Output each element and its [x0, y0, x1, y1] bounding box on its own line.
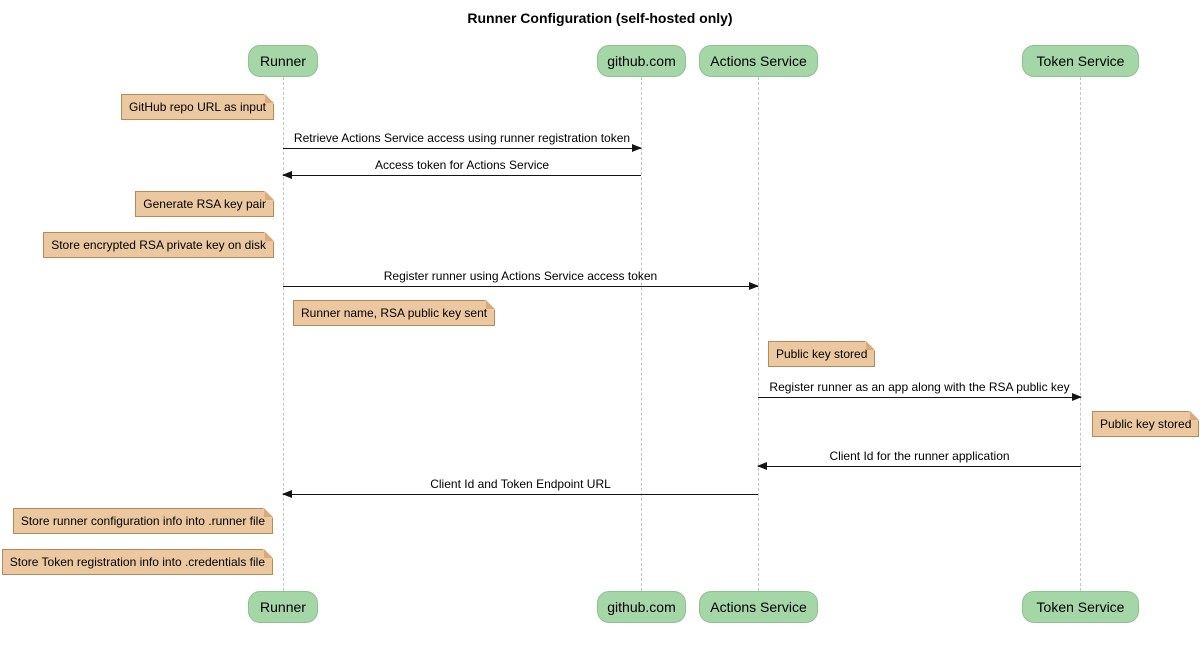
- message-label: Access token for Actions Service: [374, 158, 550, 172]
- message-line: [283, 144, 642, 152]
- note-public-key-stored-token: Public key stored: [1092, 411, 1200, 437]
- note-store-runner-config: Store runner configuration info into .ru…: [12, 508, 274, 534]
- message-label: Register runner using Actions Service ac…: [383, 269, 658, 283]
- message-line: [283, 282, 759, 290]
- message-line: [282, 171, 641, 179]
- message-access-token: Access token for Actions Service: [282, 158, 641, 179]
- note-public-key-stored-actions: Public key stored: [768, 341, 876, 367]
- diagram-title: Runner Configuration (self-hosted only): [467, 10, 733, 26]
- message-client-id-runner-app: Client Id for the runner application: [757, 449, 1081, 470]
- arrowhead-right-icon: [749, 282, 759, 290]
- participant-github-top: github.com: [597, 45, 686, 77]
- arrowhead-left-icon: [282, 490, 292, 498]
- lifeline-github: [641, 77, 642, 591]
- participant-actions-service-bottom: Actions Service: [699, 591, 818, 623]
- participant-github-bottom: github.com: [597, 591, 686, 623]
- message-label: Retrieve Actions Service access using ru…: [293, 131, 631, 145]
- participant-token-service-bottom: Token Service: [1022, 591, 1139, 623]
- message-client-id-endpoint: Client Id and Token Endpoint URL: [282, 477, 758, 498]
- message-retrieve-actions-access: Retrieve Actions Service access using ru…: [283, 131, 642, 152]
- note-runner-name-sent: Runner name, RSA public key sent: [293, 300, 496, 326]
- note-store-token-registration: Store Token registration info into .cred…: [1, 549, 274, 575]
- note-store-encrypted-key: Store encrypted RSA private key on disk: [43, 232, 274, 258]
- note-github-repo-url: GitHub repo URL as input: [121, 94, 274, 120]
- arrowhead-right-icon: [1072, 393, 1082, 401]
- message-line: [282, 490, 758, 498]
- lifeline-token-service: [1080, 77, 1081, 591]
- message-label: Register runner as an app along with the…: [769, 380, 1070, 394]
- message-register-runner: Register runner using Actions Service ac…: [283, 269, 759, 290]
- arrowhead-right-icon: [632, 144, 642, 152]
- note-generate-rsa-key: Generate RSA key pair: [135, 191, 274, 217]
- lifeline-actions-service: [758, 77, 759, 591]
- participant-runner-top: Runner: [248, 45, 318, 77]
- message-label: Client Id for the runner application: [829, 449, 1010, 463]
- message-label: Client Id and Token Endpoint URL: [430, 477, 611, 491]
- lifeline-runner: [283, 77, 284, 591]
- message-line: [758, 393, 1082, 401]
- participant-actions-service-top: Actions Service: [699, 45, 818, 77]
- participant-token-service-top: Token Service: [1022, 45, 1139, 77]
- message-register-runner-app: Register runner as an app along with the…: [758, 380, 1082, 401]
- message-line: [757, 462, 1081, 470]
- arrowhead-left-icon: [757, 462, 767, 470]
- arrowhead-left-icon: [282, 171, 292, 179]
- participant-runner-bottom: Runner: [248, 591, 318, 623]
